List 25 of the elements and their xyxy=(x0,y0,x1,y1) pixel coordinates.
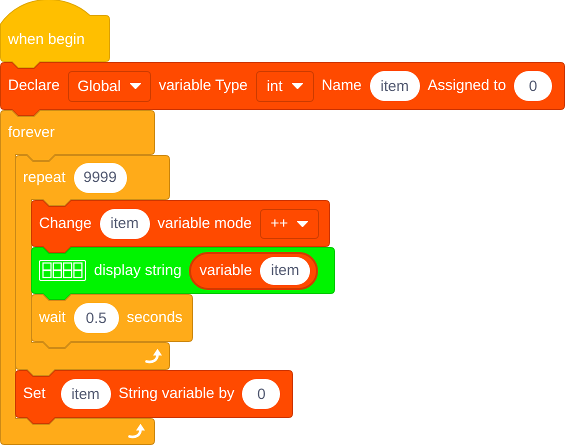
block-label: Set xyxy=(23,385,46,403)
block-label: when begin xyxy=(8,31,85,49)
hat-block xyxy=(0,0,110,68)
dropdown: int xyxy=(256,70,314,102)
dropdown: Global xyxy=(68,70,151,102)
block-label: repeat xyxy=(23,168,66,186)
command-block xyxy=(31,294,193,348)
block-label: Name xyxy=(322,77,362,95)
block-label: variable xyxy=(200,262,252,280)
dropdown: ++ xyxy=(260,208,319,238)
block-label: display string xyxy=(94,262,182,280)
block-label: String variable by xyxy=(118,385,234,403)
block-label: Assigned to xyxy=(428,77,506,95)
command-block xyxy=(15,370,293,424)
block-label: forever xyxy=(8,124,55,142)
command-block xyxy=(31,247,335,300)
block-label: Change xyxy=(39,214,92,232)
block-label: variable mode xyxy=(158,214,252,232)
command-block xyxy=(0,62,565,116)
value-input: item xyxy=(260,256,310,284)
block-label: seconds xyxy=(126,309,183,327)
block-label: wait xyxy=(39,309,66,327)
block-label: Declare xyxy=(8,77,60,95)
reporter-block xyxy=(188,252,318,290)
block-label: variable Type xyxy=(158,77,248,95)
